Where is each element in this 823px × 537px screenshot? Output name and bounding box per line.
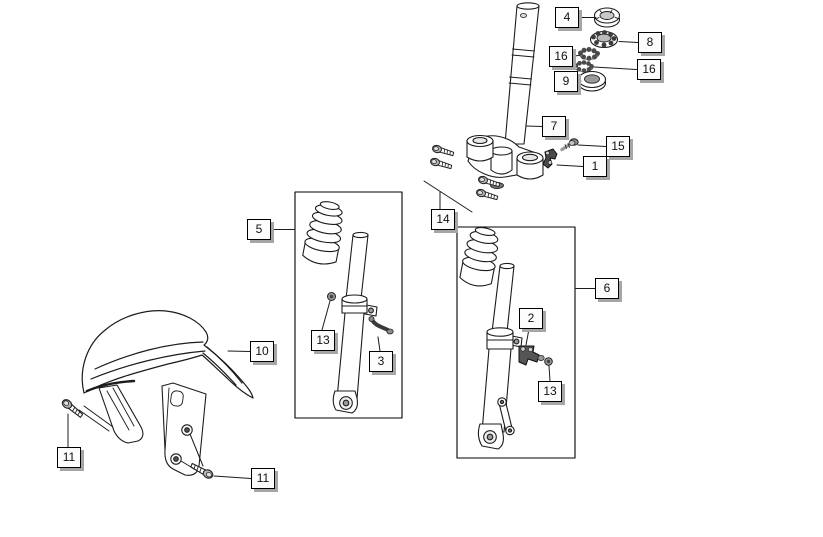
left-fork-leg [332,231,378,414]
bolt-part-15 [560,138,579,152]
ball-cage-upper-part-16 [578,47,600,61]
callout-part-6[interactable]: 6 [595,278,619,299]
fender-stay-front [98,384,144,444]
right-fork-nut-part-13 [544,357,553,366]
callout-part-15[interactable]: 15 [606,136,630,157]
left-fork-bellows [302,201,343,265]
callout-part-16-upper[interactable]: 16 [549,46,573,67]
callout-part-1[interactable]: 1 [583,156,607,177]
callout-part-13-left[interactable]: 13 [311,330,335,351]
fender-screw-front-part-11 [60,397,86,419]
triple-clamp [466,134,544,189]
lock-bracket-part-2 [518,345,545,366]
leader-lines [67,17,639,479]
steering-stem [504,2,540,145]
dust-seal-part-9 [577,70,607,92]
callout-part-5[interactable]: 5 [247,219,271,240]
right-fork-group-box [456,226,576,459]
hose-bracket-part-3 [368,315,394,335]
right-fork-bellows [459,227,499,287]
callout-part-10[interactable]: 10 [250,341,274,362]
callout-part-11-rear[interactable]: 11 [251,468,275,489]
callout-part-14[interactable]: 14 [431,209,455,230]
callout-part-11-front[interactable]: 11 [57,447,81,468]
clip-bracket-part-1 [542,148,558,169]
callout-part-3[interactable]: 3 [369,351,393,372]
left-fork-nut-part-13 [327,292,336,301]
upper-bearing-race-part-8 [589,30,619,49]
steering-top-nut-part-4 [593,7,621,28]
right-fork-leg [477,262,523,450]
left-fork-group-box [294,191,403,419]
fender-stay-rear [161,382,207,476]
callout-part-13-right[interactable]: 13 [538,381,562,402]
callout-part-4[interactable]: 4 [555,7,579,28]
callout-part-9[interactable]: 9 [554,71,578,92]
callout-part-7[interactable]: 7 [542,116,566,137]
callout-part-16-lower[interactable]: 16 [637,59,661,80]
ball-cage-lower-part-16 [573,60,594,73]
callout-part-2[interactable]: 2 [519,308,543,329]
callout-part-8[interactable]: 8 [638,32,662,53]
front-fender [81,310,254,399]
